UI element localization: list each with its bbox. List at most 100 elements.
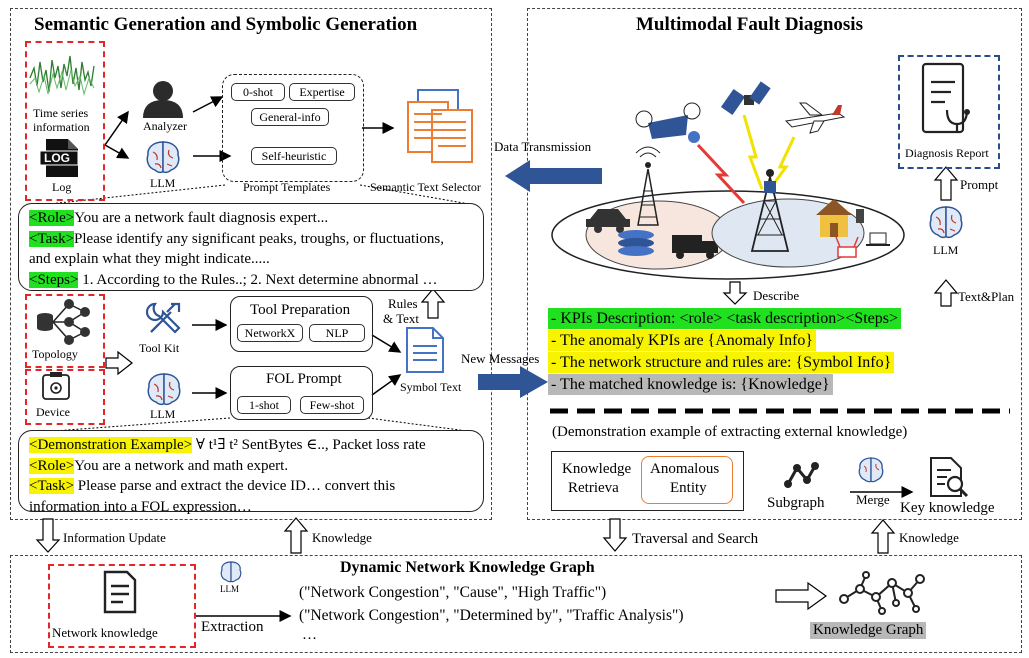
topology-group (25, 294, 105, 368)
router-icon (835, 236, 859, 258)
knowledge-right-label: Knowledge (899, 530, 959, 545)
new-messages-label: New Messages (461, 351, 540, 366)
symbolic-task-text-1: Please parse and extract the device ID… … (74, 478, 396, 494)
semantic-text-selector-label: Semantic Text Selector (370, 180, 481, 194)
anomalous-entity-label-1: Anomalous (650, 461, 720, 477)
left-panel (10, 8, 492, 520)
merge-label: Merge (856, 492, 890, 507)
time-series-label-2: information (33, 120, 90, 134)
device-gear-icon (42, 372, 70, 400)
symbolic-role-text: You are a network and math expert. (74, 457, 289, 474)
knowledge-triple-ellipsis: … (302, 627, 317, 643)
steps-tag: <Steps> (29, 271, 79, 288)
prompt-label: Prompt (960, 177, 999, 192)
knowledge-graph-label: Knowledge Graph (810, 622, 927, 639)
house-icon (816, 199, 852, 237)
network-knowledge-group (48, 564, 196, 648)
llm-brain-icon-3 (929, 206, 963, 239)
anomalous-entity-box (641, 456, 733, 504)
log-icon-text: LOG (44, 151, 70, 165)
describe-label: Describe (753, 288, 800, 303)
rules-text-label-2: & Text (383, 311, 420, 326)
prompt-method-general-info: General-info (251, 108, 329, 126)
llm-label-2: LLM (150, 407, 176, 421)
knowledge-line-kpis: - KPIs Description: <role> <task descrip… (548, 308, 901, 329)
topology-icon (37, 299, 90, 345)
analyzer-label: Analyzer (143, 119, 187, 133)
semantic-text-document-icon (407, 89, 473, 163)
key-knowledge-icon (930, 457, 969, 498)
diagnosis-report-group (898, 55, 1000, 169)
tool-item-nlp: NLP (309, 324, 365, 342)
phone-icon (856, 209, 864, 223)
fol-prompt-box (230, 366, 373, 420)
knowledge-line-symbol: - The network structure and rules are: {… (548, 352, 895, 373)
log-file-icon (39, 139, 79, 177)
prompt-templates-group (222, 74, 364, 182)
subgraph-label: Subgraph (767, 495, 825, 511)
prompt-method-expertise: Expertise (289, 83, 355, 101)
right-panel (527, 8, 1022, 520)
demonstration-text: ∀ t¹∃ t² SentBytes ∈.., Packet loss rate (192, 437, 426, 453)
fol-item-1shot: 1-shot (237, 396, 291, 414)
llm-brain-icon (146, 141, 180, 174)
demo-extract-label: (Demonstration example of extracting ext… (552, 424, 908, 440)
satellite-icon (720, 81, 771, 116)
right-llm-label: LLM (933, 243, 959, 257)
drone-icon (635, 102, 701, 143)
device-label: Device (36, 405, 70, 419)
cell-tower-icon-2 (750, 169, 790, 252)
knowledge-line-matched: - The matched knowledge is: {Knowledge} (548, 374, 833, 395)
knowledge-retrieval-box (551, 451, 744, 511)
diagnosis-report-label: Diagnosis Report (905, 146, 989, 160)
anomalous-entity-label-2: Entity (670, 480, 707, 496)
prompt-templates-label: Prompt Templates (243, 180, 331, 194)
knowledge-left-label: Knowledge (312, 530, 372, 545)
fol-item-fewshot: Few-shot (300, 396, 364, 414)
knowledge-triple-2: ("Network Congestion", "Determined by", … (299, 607, 684, 624)
key-knowledge-label: Key knowledge (900, 500, 995, 516)
network-scene-illustration (551, 81, 905, 280)
symbol-text-document-icon (406, 327, 444, 373)
input-data-group (25, 41, 105, 201)
role-tag: <Role> (29, 210, 75, 226)
airplane-icon (784, 102, 846, 134)
tool-item-networkx: NetworkX (237, 324, 303, 342)
device-group (25, 369, 105, 425)
right-panel-title: Multimodal Fault Diagnosis (636, 14, 863, 35)
llm-label: LLM (150, 176, 176, 190)
knowledge-retrieval-label-2: Retrieva (568, 480, 619, 496)
tool-preparation-title: Tool Preparation (250, 302, 351, 318)
tool-kit-label: Tool Kit (139, 341, 180, 355)
left-panel-title: Semantic Generation and Symbolic Generat… (34, 14, 418, 35)
steps-text: 1. According to the Rules..; 2. Next det… (78, 271, 438, 288)
semantic-prompt-box: <Role>You are a network fault diagnosis … (18, 203, 484, 291)
bottom-llm-label: LLM (220, 584, 239, 594)
car-icon (586, 209, 630, 233)
tool-kit-icon (145, 302, 181, 334)
role-text: You are a network fault diagnosis expert… (74, 210, 329, 226)
knowledge-graph-icon (839, 571, 925, 615)
bottom-panel (10, 555, 1022, 653)
knowledge-retrieval-label-1: Knowledge (562, 461, 632, 477)
knowledge-triple-1: ("Network Congestion", "Cause", "High Tr… (299, 584, 607, 601)
knowledge-line-anomaly: - The anomaly KPIs are {Anomaly Info} (548, 330, 817, 351)
llm-brain-icon-4 (858, 457, 884, 483)
symbolic-role-tag: <Role> (29, 457, 75, 474)
llm-brain-icon-2 (147, 373, 181, 406)
demonstration-tag: <Demonstration Example> (29, 437, 193, 453)
topology-label: Topology (32, 347, 78, 361)
prompt-method-0shot: 0-shot (231, 83, 285, 101)
traversal-search-label: Traversal and Search (632, 531, 759, 547)
log-label: Log (52, 180, 72, 194)
diagnosis-report-icon (921, 62, 970, 134)
time-series-label-1: Time series (33, 106, 89, 120)
text-plan-label: Text&Plan (958, 289, 1015, 304)
rules-text-label-1: Rules (388, 296, 418, 311)
laptop-icon (866, 232, 890, 246)
llm-brain-icon-5 (220, 561, 242, 583)
analyzer-person-icon (143, 81, 183, 118)
symbolic-task-text-2: information into a FOL expression… (29, 498, 252, 515)
